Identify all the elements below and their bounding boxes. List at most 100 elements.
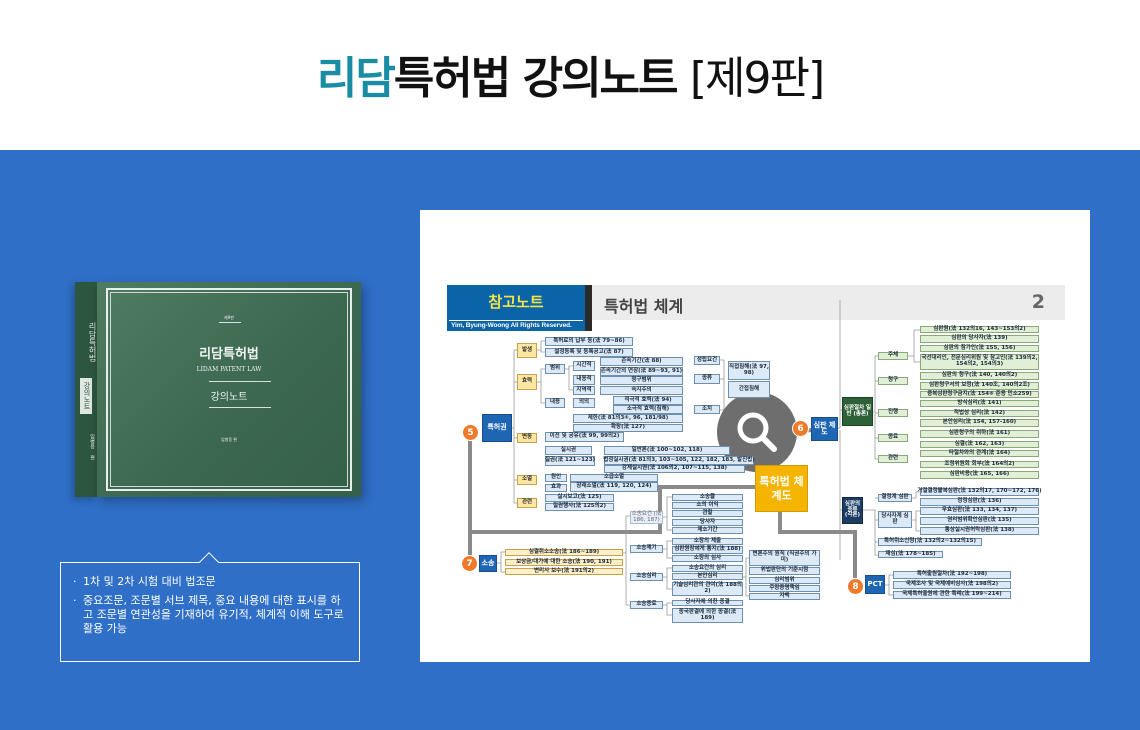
diagram-node: 관련 (517, 498, 537, 508)
diagram-node: 심결(法 162, 163) (920, 441, 1039, 448)
diagram-node: 직접침해(法 97, 98) (728, 361, 770, 380)
diagram-copyright: Yim, Byung-Woong All Rights Reserved. (449, 320, 583, 330)
diagram-node: 존속기간의 연장(法 89~93, 91) (600, 367, 683, 376)
diagram-node: 종국판결에 의한 종결(法 189) (672, 608, 743, 623)
diagram-overlay-label[interactable]: 특허법 체계도 (755, 465, 808, 512)
diagram-node: 특허취소신청(法 132의2~132의15) (878, 538, 982, 546)
diagram-section-node: 심판 제도 (811, 417, 838, 441)
section-number-badge: 6 (792, 420, 809, 437)
diagram-node: 주체 (878, 352, 908, 360)
diagram-node: 진행 (878, 409, 908, 417)
cover-edition: 제9판 (224, 315, 234, 320)
diagram-title: 특허법 체계 (604, 297, 684, 316)
diagram-node: 당사자에 의한 종결 (672, 599, 743, 606)
diagram-node: 심결취소소송(法 186~189) (505, 549, 623, 556)
diagram-node: 강제실시권(法 106의2, 107~115, 138) (604, 465, 745, 473)
diagram-node: 심판비용(法 165, 166) (920, 471, 1039, 479)
diagram-node: 보상금/대가에 대한 소송(法 190, 191) (505, 559, 623, 566)
header-divider (585, 285, 592, 331)
diagram-node: 심판원장에게 통지(法 188) (672, 546, 743, 554)
diagram-node: 소극적 효력(침해) (613, 405, 683, 414)
spine-title: 리담특허법 (88, 322, 97, 362)
diagram-node: 심판의 참가인(法 155, 156) (920, 345, 1039, 352)
diagram-node: 기술심리관의 관여(法 188의2) (672, 582, 743, 596)
diagram-page-number: 2 (1031, 291, 1045, 313)
feature-bullet: ·중요조문, 조문별 서브 제목, 중요 내용에 대한 표시를 하고 조문별 연… (73, 594, 344, 635)
diagram-node: 변리사 보수(法 191의2) (505, 568, 623, 575)
section-number-badge: 5 (462, 424, 479, 441)
diagram-node: 심판청구서의 보정(法 140조, 140의2조) (920, 382, 1039, 390)
diagram-node: 소의 이익 (672, 502, 743, 509)
diagram-node: 특허료의 납부 등(法 79~86) (545, 337, 633, 346)
diagram-node: 조정위원회 회부(法 164의2) (920, 461, 1039, 468)
diagram-node: 변론주의 원칙 (직권주의 가미) (749, 550, 820, 566)
diagram-node: 질권행사(法 125의2) (545, 503, 614, 511)
diagram-section-node: 소송 (479, 555, 497, 572)
diagram-node: 심판의 청구(法 140, 140의2) (920, 372, 1039, 380)
diagram-node: 소송종료 (630, 601, 663, 609)
diagram-node: 위법판단의 기준시점 (749, 567, 820, 575)
spine-subtitle: 강의노트 (80, 378, 92, 414)
feature-callout: ·1차 및 2차 시험 대비 법조문 ·중요조문, 조문별 서브 제목, 중요 … (60, 552, 360, 662)
diagram-node: 실시권 (545, 446, 592, 455)
diagram-node: 설정등록 및 등록공고(法 87) (545, 348, 633, 357)
diagram-node: 속지주의 (600, 386, 683, 395)
feature-bullet: ·1차 및 2차 시험 대비 법조문 (73, 575, 216, 588)
diagram-node: 권리범위확인심판(法 135) (920, 517, 1039, 525)
diagram-node: 자백 (749, 593, 820, 600)
page-title: 리담특허법 강의노트 [제9판] (0, 42, 1140, 106)
diagram-node: 간접침해 (728, 381, 770, 398)
magnifier-icon (737, 412, 777, 452)
title-main: 특허법 강의노트 (393, 53, 679, 104)
diagram-node: 본안심리(法 154, 157-160) (920, 419, 1039, 427)
diagram-node: 청구범위 (600, 376, 683, 385)
diagram-node: 심리범위 (749, 577, 820, 584)
diagram-node: 소장의 심사 (672, 555, 743, 562)
diagram-node: 소급소멸 (570, 474, 658, 482)
title-edition: [제9판] (689, 53, 825, 104)
book-cover: 제9판 리담특허법 LIDAM PATENT LAW 강의노트 임병웅 편 (97, 282, 361, 497)
diagram-node: 본안심리 (672, 573, 743, 580)
diagram-node: 변동 (517, 433, 537, 443)
diagram-node: 소송제기 (630, 545, 663, 553)
diagram-node: 소멸 (517, 475, 537, 485)
diagram-node: 관련 (878, 455, 908, 463)
diagram-node: 발생 (517, 343, 537, 358)
diagram-node: 적법성 심리(法 142) (920, 410, 1039, 417)
diagram-node: 심판절차 일반 (총론) (842, 397, 873, 426)
diagram-node: 원인 (545, 474, 567, 482)
diagram-node: 소송요건 (法 186, 187) (630, 510, 663, 524)
cover-subtitle: 강의노트 (210, 392, 248, 403)
diagram-node: 결정계 심판 (878, 494, 912, 502)
diagram-node: 의의 (573, 398, 595, 408)
diagram-node: 내용적 (573, 375, 595, 385)
diagram-title-bar: 특허법 체계 2 (592, 285, 1065, 320)
diagram-node: 적극적 효력(法 94) (613, 396, 683, 405)
diagram-node: 종류 (694, 374, 720, 384)
diagram-node: 방식심리(法 141) (920, 400, 1039, 407)
diagram-node: 당사자계 심판 (878, 511, 912, 528)
diagram-node: 소송물 (672, 494, 743, 501)
diagram-node: 이전 및 공유(法 99, 99의2) (545, 432, 624, 442)
diagram-node: 타절차와의 관계(法 164) (920, 450, 1039, 457)
diagram-node: 주장증명책임 (749, 585, 820, 592)
diagram-node: 심판의 종류 (각론) (842, 497, 863, 524)
diagram-node: 일반론(法 100~102, 118) (604, 446, 730, 455)
diagram-node: 소장의 제출 (672, 538, 743, 545)
diagram-node: 존속기간(法 88) (600, 357, 683, 366)
section-number-badge: 8 (847, 578, 864, 595)
diagram-node: 확장(法 127) (573, 424, 683, 432)
diagram-node: 효과 (545, 484, 567, 492)
diagram-node: 종료 (878, 434, 908, 442)
diagram-node: 제소기간 (672, 527, 743, 534)
cover-title: 리담특허법 (199, 347, 259, 362)
diagram-node: 재심(法 178~185) (878, 551, 943, 558)
diagram-node: 심판원(法 132의16, 143~153의2) (920, 326, 1039, 333)
title-area: 리담특허법 강의노트 [제9판] (0, 0, 1140, 150)
diagram-node: 질권(法 121~123) (545, 456, 595, 466)
diagram-node: 거절결정불복심판(法 132의17, 170~172, 176) (917, 488, 1042, 496)
diagram-node: 성립요건 (694, 356, 720, 365)
diagram-node: 특허출원절차(法 192~198) (893, 571, 1011, 579)
spine-author: 임병웅 편 (89, 434, 95, 460)
diagram-node: 소송심리 (630, 573, 663, 581)
